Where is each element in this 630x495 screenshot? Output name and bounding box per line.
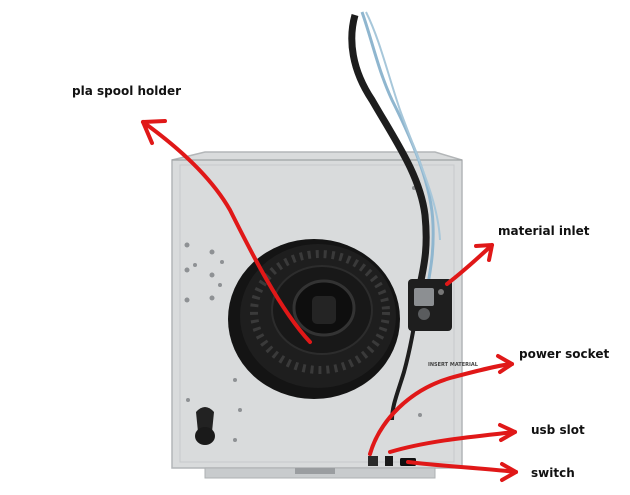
annotation-arrows: [141, 119, 518, 482]
arrow-to-material-inlet: [445, 243, 494, 286]
label-pla-spool-holder: pla spool holder: [72, 84, 182, 98]
arrow-to-power-socket: [368, 362, 514, 456]
arrow-to-usb-slot: [388, 430, 517, 454]
mounting-knob-icon: [195, 407, 215, 445]
arrow-to-spool-holder: [141, 120, 312, 344]
insert-material-sticker: INSERT MATERIAL: [428, 362, 479, 368]
label-usb-slot: usb slot: [531, 423, 585, 437]
label-material-inlet: material inlet: [498, 224, 590, 238]
label-power-socket: power socket: [519, 347, 610, 361]
spool-icon: [228, 239, 400, 399]
sticker-text: INSERT MATERIAL: [428, 362, 479, 368]
material-feeder-icon: [408, 279, 452, 331]
power-socket-icon: [368, 456, 378, 466]
usb-port-icon: [385, 456, 393, 466]
label-switch: switch: [531, 466, 575, 480]
arrow-to-switch: [406, 460, 518, 474]
